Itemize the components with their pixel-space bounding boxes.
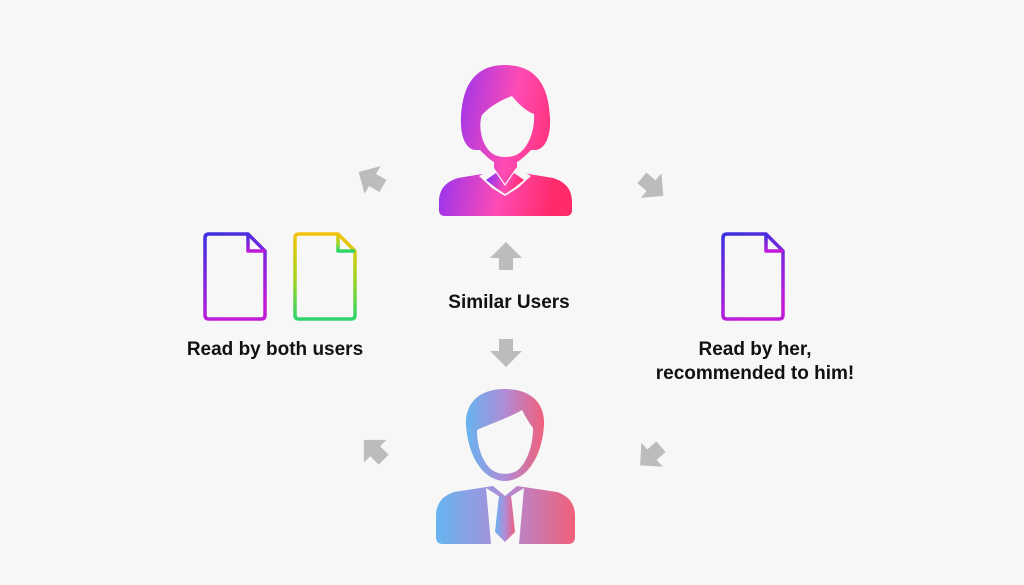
- document-icon-shared-1: [203, 232, 267, 321]
- arrow-him-to-shared-docs: [352, 428, 395, 471]
- read-by-her-label: Read by her, recommended to him!: [615, 338, 895, 386]
- arrow-similar-up: [490, 242, 522, 270]
- similar-users-label: Similar Users: [448, 292, 570, 313]
- document-icon-shared-2: [293, 232, 357, 321]
- read-by-her-line-2: recommended to him!: [655, 363, 855, 384]
- read-by-both-label: Read by both users: [186, 339, 364, 360]
- user-female-icon: [439, 65, 572, 216]
- user-male-icon: [436, 389, 575, 544]
- arrow-recommended-to-him: [629, 434, 672, 478]
- arrow-her-to-recommended-doc: [631, 165, 674, 209]
- document-icon-recommended: [721, 232, 785, 321]
- read-by-her-line-1: Read by her,: [698, 339, 812, 360]
- arrow-similar-down: [490, 339, 522, 367]
- arrow-her-to-shared-docs: [350, 158, 391, 200]
